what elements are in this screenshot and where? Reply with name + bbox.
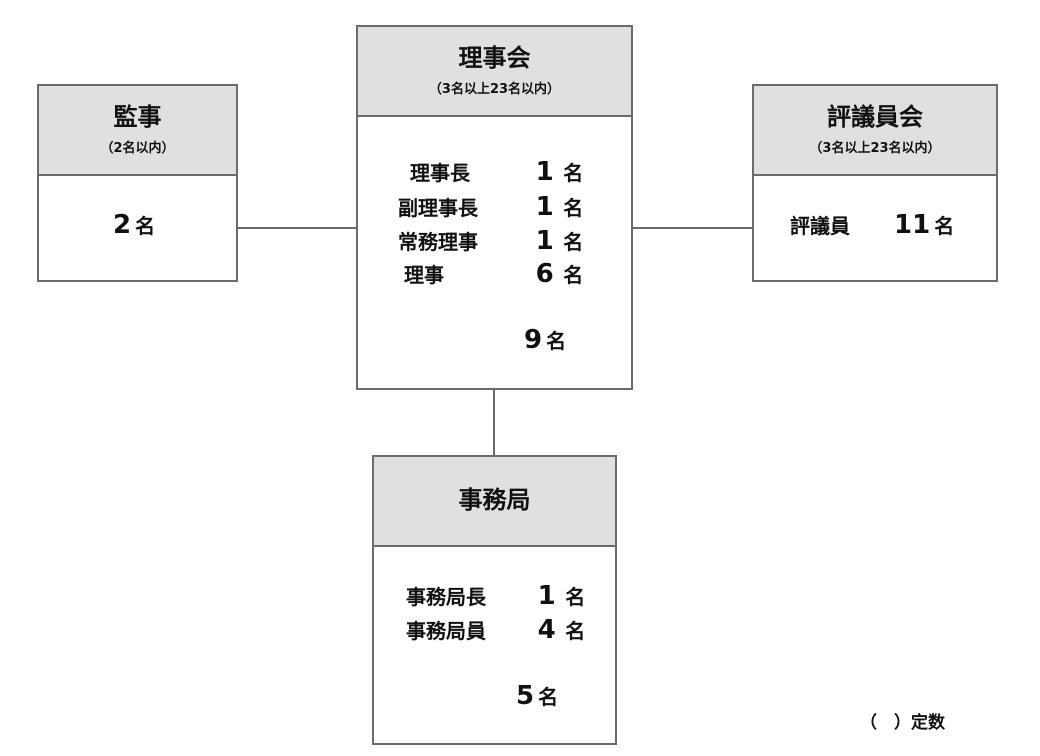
council-count-number: 11: [894, 210, 931, 240]
auditors-count-number: 2: [113, 210, 132, 240]
board-total-number: 9: [524, 325, 543, 355]
board-member-row: 理事長 1 名: [410, 157, 583, 187]
auditors-header: 監事 （2名以内）: [39, 86, 236, 176]
board-member-row: 理事 6 名: [404, 259, 583, 289]
council-quota: （3名以上23名以内）: [809, 141, 941, 157]
council-header: 評議員会 （3名以上23名以内）: [754, 86, 996, 176]
secretariat-role-count: 1: [537, 581, 556, 611]
council-count: 評議員 11 名: [790, 210, 954, 240]
unit-label: 名: [565, 585, 586, 609]
unit-label: 名: [934, 214, 955, 238]
legend-quota-note: （ ）定数: [860, 713, 945, 733]
unit-label: 名: [546, 329, 567, 353]
secretariat-title: 事務局: [458, 486, 531, 515]
board-role: 理事長: [410, 161, 470, 185]
board-header: 理事会 （3名以上23名以内）: [358, 27, 631, 117]
board-role-count: 1: [535, 192, 554, 222]
council-member-label: 評議員: [790, 214, 850, 238]
secretariat-role: 事務局長: [406, 585, 486, 609]
unit-label: 名: [538, 685, 559, 709]
secretariat-box: 事務局 事務局長 1 名 事務局員 4 名 5 名: [372, 455, 617, 745]
auditors-title: 監事: [113, 102, 162, 131]
board-box: 理事会 （3名以上23名以内） 理事長 1 名 副理事長 1 名 常務理事 1 …: [356, 25, 633, 390]
secretariat-role-count: 4: [537, 615, 556, 645]
board-member-row: 副理事長 1 名: [398, 192, 583, 222]
board-total: 9 名: [524, 325, 566, 355]
board-role: 副理事長: [398, 196, 478, 220]
board-title: 理事会: [458, 43, 531, 72]
board-quota: （3名以上23名以内）: [428, 82, 561, 98]
board-member-row: 常務理事 1 名: [398, 226, 583, 256]
unit-label: 名: [563, 161, 584, 185]
unit-label: 名: [563, 196, 584, 220]
unit-label: 名: [563, 230, 584, 254]
unit-label: 名: [565, 619, 586, 643]
secretariat-header: 事務局: [374, 457, 615, 547]
connector-auditors-board: [236, 227, 358, 229]
connector-board-council: [632, 227, 754, 229]
board-role: 常務理事: [398, 230, 478, 254]
secretariat-total-number: 5: [516, 681, 535, 711]
secretariat-member-row: 事務局長 1 名: [406, 581, 585, 611]
council-box: 評議員会 （3名以上23名以内） 評議員 11 名: [752, 84, 998, 282]
unit-label: 名: [135, 214, 156, 238]
secretariat-role: 事務局員: [406, 619, 486, 643]
secretariat-member-row: 事務局員 4 名: [406, 615, 585, 645]
board-role-count: 1: [535, 157, 554, 187]
board-role-count: 6: [535, 259, 554, 289]
auditors-box: 監事 （2名以内） 2 名: [37, 84, 238, 282]
connector-board-secretariat: [493, 389, 495, 457]
board-role: 理事: [404, 263, 444, 287]
auditors-quota: （2名以内）: [100, 141, 175, 157]
unit-label: 名: [563, 263, 584, 287]
secretariat-total: 5 名: [516, 681, 558, 711]
auditors-count: 2 名: [113, 210, 155, 240]
council-title: 評議員会: [827, 102, 923, 131]
board-role-count: 1: [535, 226, 554, 256]
